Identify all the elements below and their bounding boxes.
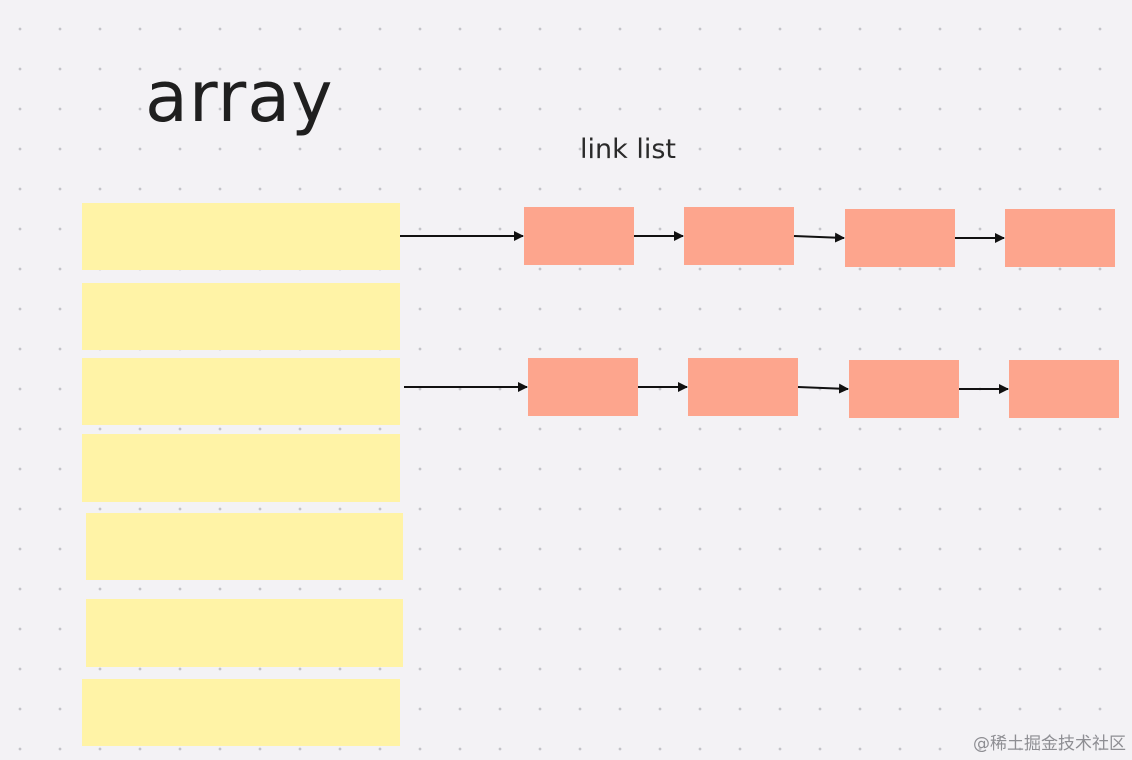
list-node xyxy=(849,360,959,418)
link-list-title: link list xyxy=(580,134,676,165)
list-node xyxy=(528,358,638,416)
array-cell xyxy=(82,283,400,350)
list-node xyxy=(1005,209,1115,267)
next-arrow xyxy=(793,232,845,243)
list-node xyxy=(845,209,955,267)
array-title: array xyxy=(145,56,334,138)
array-cell xyxy=(82,434,400,502)
array-cell xyxy=(82,679,400,746)
list-node xyxy=(684,207,794,265)
array-cell xyxy=(82,358,400,425)
array-cell xyxy=(86,599,403,667)
list-node xyxy=(1009,360,1119,418)
list-node xyxy=(688,358,798,416)
watermark: @稀土掘金技术社区 xyxy=(973,734,1126,754)
list-node xyxy=(524,207,634,265)
array-cell xyxy=(82,203,400,270)
array-cell xyxy=(86,513,403,580)
next-arrow xyxy=(797,383,849,394)
